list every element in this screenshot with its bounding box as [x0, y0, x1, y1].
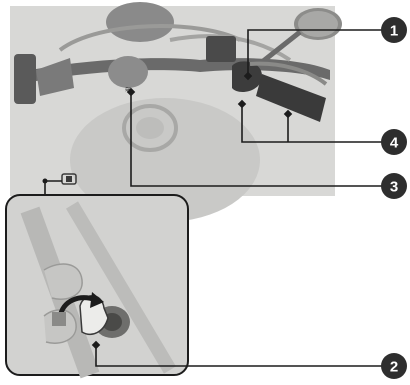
right-mirror-glass — [298, 11, 338, 37]
left-grip — [14, 54, 36, 104]
ignition-housing — [108, 56, 148, 88]
callout-number-4: 4 — [390, 135, 399, 152]
callout-number-1: 1 — [390, 23, 398, 40]
arrow-tail — [52, 312, 66, 326]
callout-4: 4 — [381, 129, 407, 155]
speedometer — [106, 2, 174, 42]
callout-number-2: 2 — [390, 359, 398, 376]
fuel-cap-center — [136, 117, 164, 139]
callout-2: 2 — [381, 353, 407, 379]
master-cylinder — [206, 36, 236, 62]
callout-3: 3 — [381, 173, 407, 199]
callout-1: 1 — [381, 17, 407, 43]
handlebar-illustration: ≋ — [10, 2, 342, 222]
leader-dot — [43, 179, 48, 184]
callout-number-3: 3 — [390, 179, 398, 196]
